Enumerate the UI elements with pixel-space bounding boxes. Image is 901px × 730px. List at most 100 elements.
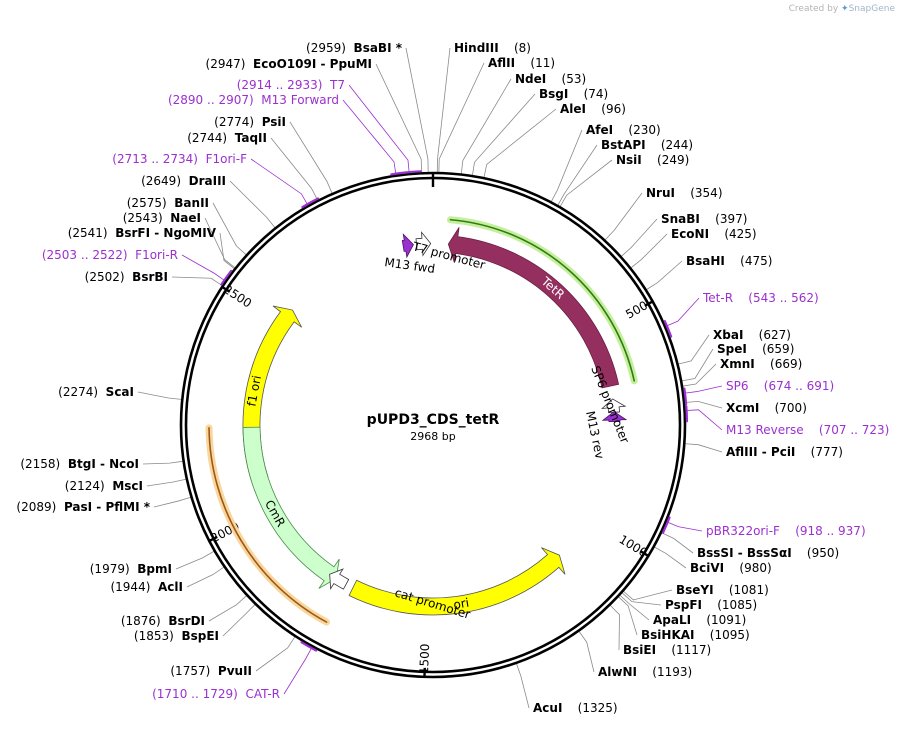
enzyme-position: (777) [795, 445, 843, 459]
enzyme-label-xbai-30[interactable]: XbaI (627) [713, 328, 791, 342]
enzyme-label-bsihkai-40[interactable]: BsiHKAI (1095) [641, 628, 750, 642]
enzyme-position: (2959) [306, 41, 354, 55]
enzyme-position: (244) [646, 138, 694, 152]
enzyme-label-psii-2[interactable]: (2774) PsiI [214, 115, 286, 129]
enzyme-name: BspEI [181, 629, 219, 643]
enzyme-label-apali-39[interactable]: ApaLI (1091) [653, 613, 746, 627]
enzyme-label-scai-9[interactable]: (2274) ScaI [58, 385, 134, 399]
enzyme-label-snabi-27[interactable]: SnaBI (397) [661, 212, 747, 226]
map-center: pUPD3_CDS_tetR 2968 bp [367, 412, 500, 443]
enzyme-leader-xmni-32 [682, 363, 717, 387]
enzyme-label-btgi-ncoi-10[interactable]: (2158) BtgI - NcoI [20, 457, 139, 471]
primer-label-m13-forward-1[interactable]: (2890 .. 2907) M13 Forward [168, 93, 339, 107]
primer-name: F1ori-F [206, 152, 247, 166]
enzyme-label-bsiei-41[interactable]: BsiEI (1117) [623, 643, 711, 657]
enzyme-label-pspfi-38[interactable]: PspFI (1085) [665, 598, 757, 612]
enzyme-label-bstapi-24[interactable]: BstAPI (244) [601, 138, 693, 152]
enzyme-position: (1095) [695, 628, 750, 642]
enzyme-label-nrui-26[interactable]: NruI (354) [646, 186, 723, 200]
enzyme-leader-alei-22 [483, 108, 557, 178]
feature-ori-arrow [348, 547, 566, 616]
enzyme-label-bspei-16[interactable]: (1853) BspEI [134, 629, 219, 643]
enzyme-label-aflii-19[interactable]: AflII (11) [488, 56, 555, 70]
enzyme-label-msci-11[interactable]: (2124) MscI [65, 479, 143, 493]
enzyme-label-bsrdi-15[interactable]: (1876) BsrDI [121, 614, 205, 628]
enzyme-label-afei-23[interactable]: AfeI (230) [586, 123, 661, 137]
enzyme-label-taqii-3[interactable]: (2744) TaqII [187, 131, 267, 145]
enzyme-leader-bsrfi-ngomiv-7 [219, 232, 235, 269]
enzyme-position: (1853) [134, 629, 182, 643]
enzyme-leader-bsahi-29 [646, 260, 683, 290]
primer-range: (2890 .. 2907) [168, 93, 261, 107]
enzyme-label-alwni-42[interactable]: AlwNI (1193) [598, 665, 692, 679]
enzyme-position: (1081) [714, 583, 769, 597]
primer-range: (2503 .. 2522) [42, 248, 135, 262]
enzyme-label-bsgi-21[interactable]: BsgI (74) [539, 87, 608, 101]
enzyme-label-bpmi-13[interactable]: (1979) BpmI [90, 562, 172, 576]
enzyme-label-acli-14[interactable]: (1944) AclI [110, 580, 183, 594]
enzyme-label-ecoo109i-ppumi-1[interactable]: (2947) EcoO109I - PpuMI [206, 57, 372, 71]
enzyme-label-alei-22[interactable]: AleI (96) [560, 102, 626, 116]
primer-mark-tet-r [663, 320, 673, 338]
primer-label-f1ori-f-2[interactable]: (2713 .. 2734) F1ori-F [112, 152, 247, 166]
enzyme-name: AcuI [533, 701, 562, 715]
enzyme-label-ndei-20[interactable]: NdeI (53) [515, 72, 586, 86]
enzyme-position: (2158) [20, 457, 68, 471]
primer-name: Tet-R [702, 291, 733, 305]
snapgene-watermark: Created by ✦SnapGene [789, 4, 895, 14]
enzyme-position: (2541) [68, 226, 116, 240]
enzyme-position: (1091) [691, 613, 746, 627]
enzyme-position: (950) [792, 546, 840, 560]
enzyme-label-bsabi-0[interactable]: (2959) BsaBI * [306, 41, 403, 55]
enzyme-label-bcivi-36[interactable]: BciVI (980) [690, 561, 772, 575]
primer-label-tet-r-5[interactable]: Tet-R (543 .. 562) [702, 291, 819, 305]
enzyme-position: (659) [747, 342, 795, 356]
enzyme-position: (53) [546, 72, 586, 86]
feature-ori-label: ori [452, 596, 470, 612]
enzyme-label-acui-43[interactable]: AcuI (1325) [533, 701, 618, 715]
enzyme-leader-bsssi-bsss-i-35 [661, 532, 694, 554]
enzyme-name: NaeI [170, 211, 201, 225]
enzyme-position: (397) [700, 212, 748, 226]
plasmid-name: pUPD3_CDS_tetR [367, 412, 500, 428]
enzyme-label-pvuii-17[interactable]: (1757) PvuII [170, 664, 252, 678]
enzyme-label-afliii-pcii-34[interactable]: AflIII - PciI (777) [726, 445, 843, 459]
primer-label-t7-0[interactable]: (2914 .. 2933) T7 [237, 78, 345, 92]
primer-label-sp6-6[interactable]: SP6 (674 .. 691) [726, 379, 834, 393]
primer-label-m13-reverse-7[interactable]: M13 Reverse (707 .. 723) [726, 423, 889, 437]
enzyme-name: ScaI [106, 385, 134, 399]
enzyme-position: (2947) [206, 57, 254, 71]
enzyme-position: (1117) [656, 643, 711, 657]
primer-label-f1ori-r-3[interactable]: (2503 .. 2522) F1ori-R [42, 248, 178, 262]
enzyme-label-bsahi-29[interactable]: BsaHI (475) [686, 254, 772, 268]
enzyme-name: BciVI [690, 561, 724, 575]
enzyme-label-bseyi-37[interactable]: BseYI (1081) [676, 583, 769, 597]
enzyme-label-draiii-4[interactable]: (2649) DraIII [141, 174, 226, 188]
enzyme-label-spei-31[interactable]: SpeI (659) [717, 342, 794, 356]
enzyme-label-xmni-32[interactable]: XmnI (669) [720, 357, 802, 371]
enzyme-name: PasI - PflMI * [64, 500, 151, 514]
enzyme-name: EcoO109I - PpuMI [253, 57, 372, 71]
enzyme-leader-acli-14 [186, 566, 224, 588]
feature-cat-promoter-arrow [329, 568, 350, 590]
enzyme-leader-naei-6 [204, 217, 236, 268]
enzyme-name: AleI [560, 102, 586, 116]
enzyme-label-xcmi-33[interactable]: XcmI (700) [726, 401, 807, 415]
enzyme-position: (700) [759, 401, 807, 415]
enzyme-label-bsssi-bsss-i-35[interactable]: BssSI - BssSαI (950) [697, 546, 839, 560]
enzyme-label-naei-6[interactable]: (2543) NaeI [123, 211, 201, 225]
enzyme-label-bsrfi-ngomiv-7[interactable]: (2541) BsrFI - NgoMIV [68, 226, 217, 240]
enzyme-leader-aflii-19 [438, 62, 485, 173]
enzyme-position: (249) [642, 153, 690, 167]
primer-label-cat-r-4[interactable]: (1710 .. 1729) CAT-R [152, 687, 280, 701]
primer-label-pbr322ori-f-8[interactable]: pBR322ori-F (918 .. 937) [706, 524, 866, 538]
enzyme-position: (1944) [110, 580, 158, 594]
enzyme-label-bsrbi-8[interactable]: (2502) BsrBI [85, 270, 168, 284]
enzyme-label-econi-28[interactable]: EcoNI (425) [671, 227, 757, 241]
enzyme-label-banii-5[interactable]: (2575) BanII [127, 196, 209, 210]
feature-f1-ori-label: f1 ori [244, 374, 264, 407]
enzyme-label-nsii-25[interactable]: NsiI (249) [616, 153, 689, 167]
enzyme-label-pasi-pflmi-12[interactable]: (2089) PasI - PflMI * [16, 500, 150, 514]
enzyme-label-hindiii-18[interactable]: HindIII (8) [454, 41, 531, 55]
enzyme-name: BsiHKAI [641, 628, 695, 642]
